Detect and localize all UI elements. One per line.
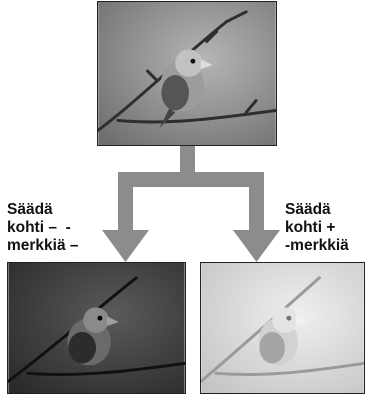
arrow-right-shaft (249, 172, 264, 232)
bird-image-light (201, 263, 364, 393)
label-adjust-plus: Säädä kohti + -merkkiä (285, 201, 349, 254)
arrow-shapes (102, 146, 280, 262)
bird (67, 307, 119, 366)
arrow-crossbar (118, 172, 264, 187)
arrow-right-head (233, 230, 280, 262)
bird (258, 307, 308, 366)
photo-lighter (200, 262, 365, 394)
label-adjust-minus: Säädä kohti – - merkkiä – (7, 201, 79, 254)
bird (159, 49, 213, 129)
photo-darker (7, 262, 186, 394)
bird-image (98, 2, 276, 145)
arrow-left-head (102, 230, 149, 262)
arrow-left-shaft (118, 172, 133, 232)
bird-image-dark (8, 263, 185, 393)
photo-original (97, 1, 277, 146)
